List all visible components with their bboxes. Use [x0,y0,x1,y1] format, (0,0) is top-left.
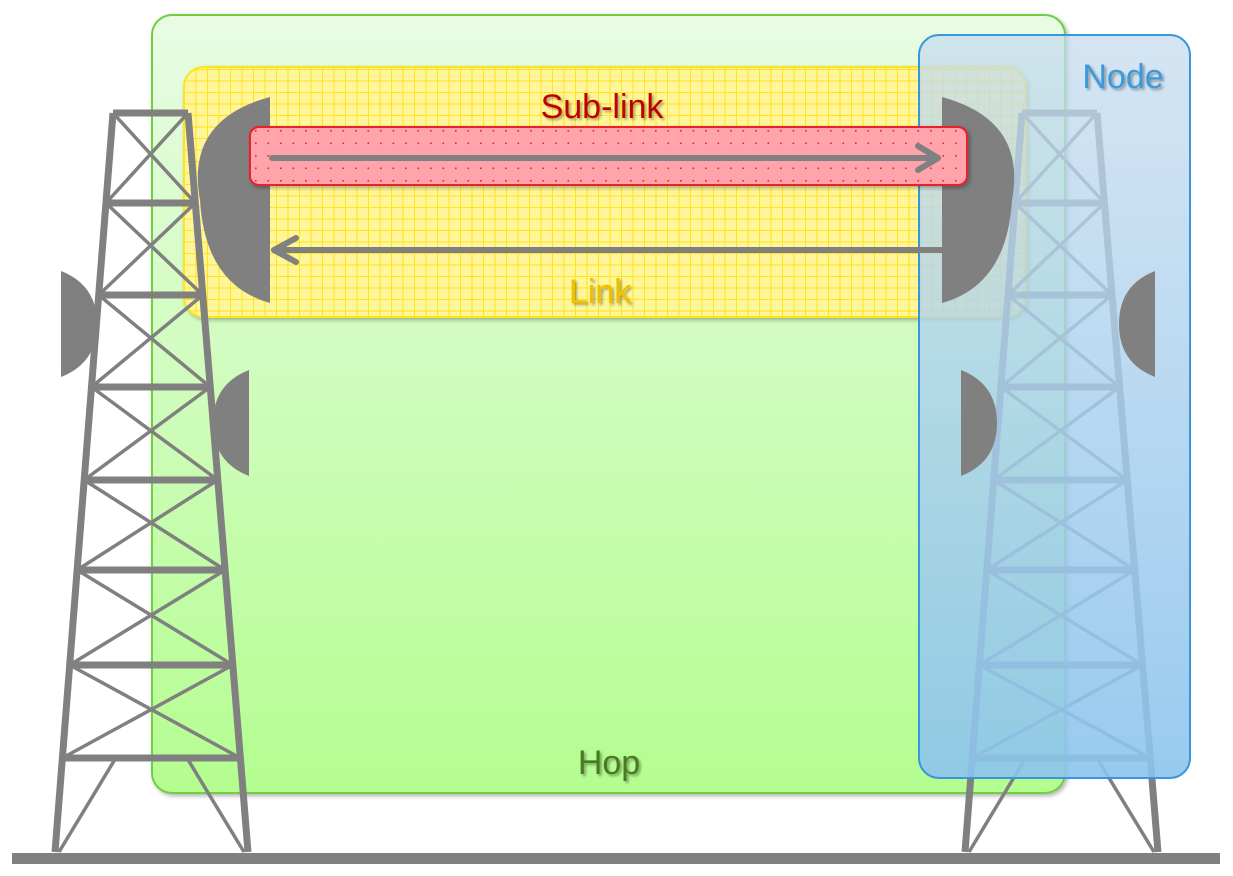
left-tower-brace [111,111,197,205]
left-tower-base-brace [57,757,118,853]
right-tower-dish-lower-icon [961,370,997,476]
left-tower-brace [83,478,227,572]
left-tower-brace [83,385,212,482]
left-tower-brace [68,663,242,760]
left-tower-brace [97,293,212,389]
left-tower-leg-right [184,112,252,853]
link-label: Link [569,273,632,311]
node-label: Node [1082,58,1163,96]
sub-link-label: Sub-link [541,88,665,126]
right-tower-dish-upper-icon [1119,271,1155,377]
left-tower-brace [76,568,234,667]
left-tower-brace [61,663,234,760]
left-tower-brace [90,293,204,389]
left-tower-brace [97,201,197,297]
left-tower-dish-upper-icon [61,271,97,377]
left-tower-brace [76,478,219,572]
left-tower-base-brace [185,757,246,853]
left-tower-dish-lower-icon [213,370,249,476]
left-tower-leg-left [51,112,117,853]
left-tower-brace [68,568,227,667]
left-tower-brace [104,201,204,297]
ground-line [12,853,1220,864]
left-tower-brace [104,111,190,205]
hop-label: Hop [578,744,640,782]
left-tower-brace [90,385,219,482]
forward-arrow-icon [269,143,941,173]
return-arrow-icon [271,235,945,265]
